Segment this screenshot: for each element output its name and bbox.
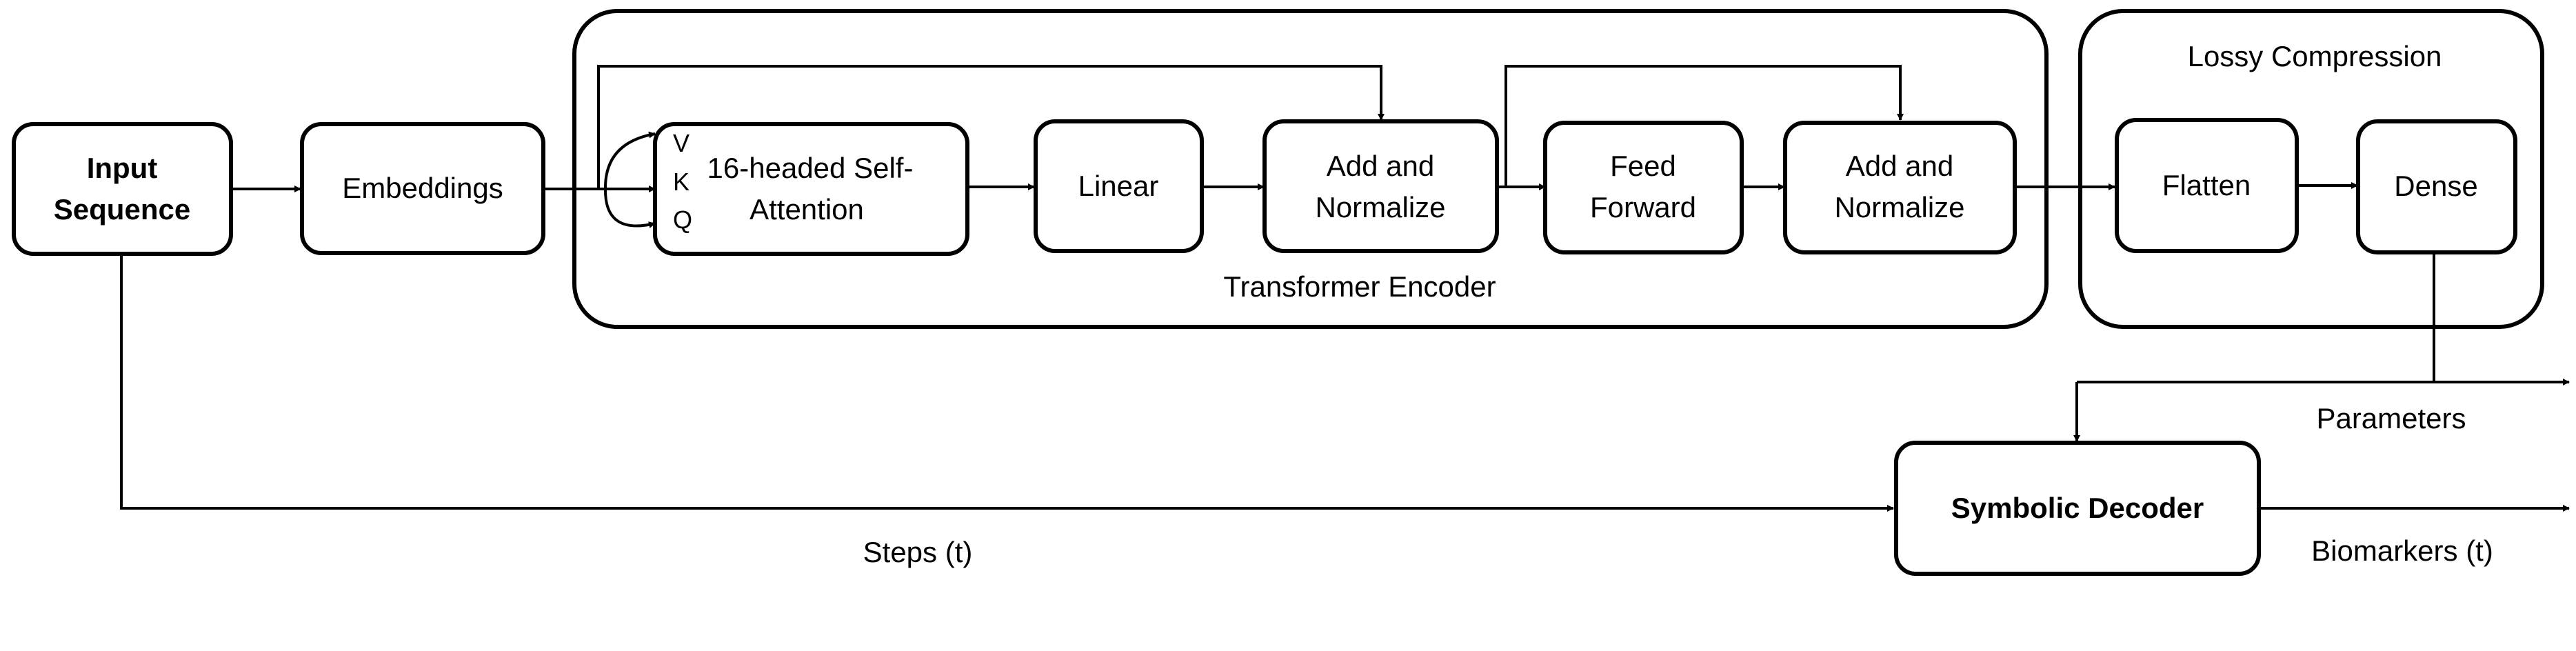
dense-label: Dense <box>2394 170 2477 202</box>
flatten-block: Flatten <box>2115 118 2299 253</box>
embeddings-block: Embeddings <box>300 122 545 255</box>
input-q-label: Q <box>673 206 692 234</box>
linear-label: Linear <box>1078 170 1159 202</box>
add-normalize-1-line-2: Normalize <box>1315 191 1445 223</box>
symbolic-decoder-block: Symbolic Decoder <box>1894 441 2261 576</box>
steps-label: Steps (t) <box>863 536 973 568</box>
add-normalize-1-line-1: Add and <box>1327 150 1434 182</box>
input-k-label: K <box>673 168 690 196</box>
connectors <box>120 65 2570 512</box>
input-sequence-block: Input Sequence <box>12 122 233 256</box>
add-normalize-block-2: Add and Normalize <box>1783 121 2017 254</box>
add-normalize-2-line-2: Normalize <box>1834 191 1964 223</box>
self-attention-block: 16-headed Self- Attention V K Q <box>653 122 969 256</box>
input-sequence-line-1: Input <box>87 152 158 184</box>
add-normalize-block-1: Add and Normalize <box>1262 119 1499 253</box>
qkv-split-upper <box>604 131 656 188</box>
dense-block: Dense <box>2356 119 2517 254</box>
feed-forward-line-1: Feed <box>1610 150 1676 182</box>
residual-skip-2 <box>1505 65 1904 188</box>
transformer-encoder-label: Transformer Encoder <box>1223 270 1496 303</box>
lossy-compression-label: Lossy Compression <box>2188 40 2442 72</box>
linear-block: Linear <box>1034 119 1204 253</box>
residual-skip-1 <box>597 65 1385 188</box>
self-attention-line-1: 16-headed Self- <box>707 152 914 184</box>
input-sequence-line-2: Sequence <box>54 193 190 226</box>
feed-forward-line-2: Forward <box>1590 191 1696 223</box>
symbolic-decoder-label: Symbolic Decoder <box>1951 492 2204 524</box>
lossy-compression-group <box>2078 9 2544 329</box>
qkv-split-lower <box>604 190 656 228</box>
add-normalize-2-line-1: Add and <box>1846 150 1953 182</box>
input-v-label: V <box>673 129 690 157</box>
arrow-steps-to-decoder <box>120 252 1894 512</box>
feed-forward-block: Feed Forward <box>1543 121 1744 254</box>
biomarkers-label: Biomarkers (t) <box>2311 534 2493 567</box>
parameters-label: Parameters <box>2316 402 2466 434</box>
transformer-encoder-group <box>572 9 2049 329</box>
embeddings-label: Embeddings <box>342 172 503 204</box>
flatten-label: Flatten <box>2162 169 2251 201</box>
self-attention-line-2: Attention <box>749 193 864 226</box>
